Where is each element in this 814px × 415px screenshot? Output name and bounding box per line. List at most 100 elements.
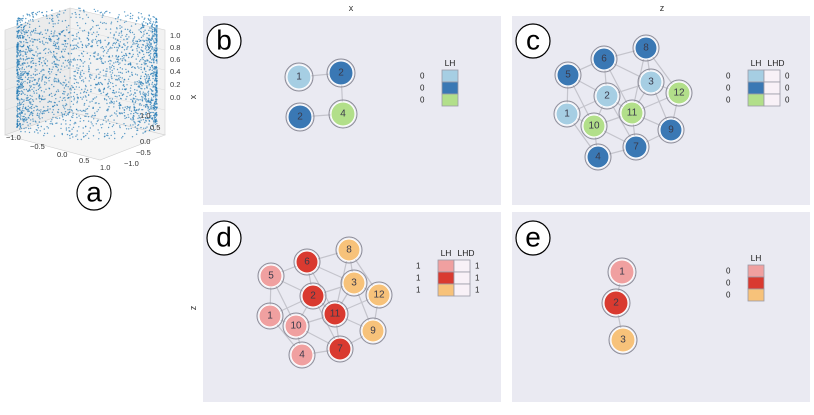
- scatter-point: [92, 125, 94, 127]
- scatter-point: [152, 107, 154, 109]
- scatter-point: [45, 76, 47, 78]
- scatter-point: [44, 29, 47, 31]
- scatter-point: [145, 127, 147, 129]
- col-title-x: x: [349, 3, 354, 13]
- scatter-point: [151, 59, 153, 61]
- scatter-point: [136, 89, 138, 92]
- scatter-point: [21, 78, 23, 81]
- scatter-point: [155, 111, 158, 114]
- scatter-point: [95, 123, 98, 125]
- scatter-point: [81, 98, 83, 100]
- node-outer-ring: [632, 34, 660, 62]
- scatter-point: [61, 99, 63, 102]
- scatter-point: [121, 72, 124, 74]
- node-outer-ring: [326, 335, 354, 363]
- scatter-point: [113, 46, 116, 49]
- scatter-point: [27, 65, 30, 67]
- scatter-point: [144, 88, 146, 90]
- scatter-point: [142, 21, 145, 23]
- scatter-point: [94, 87, 96, 89]
- legend-row-value: 1: [416, 274, 421, 283]
- scatter-point: [97, 10, 99, 12]
- scatter-point: [112, 44, 114, 46]
- scatter-point: [89, 127, 92, 129]
- scatter-point: [32, 53, 34, 56]
- scatter-point: [41, 78, 43, 81]
- scatter-point: [22, 36, 24, 39]
- scatter-point: [73, 38, 75, 40]
- legend-header: LHD: [767, 58, 784, 68]
- scatter-point: [148, 75, 150, 78]
- scatter-point: [74, 121, 76, 124]
- scatter-point: [141, 96, 143, 98]
- graph-node: 4: [584, 143, 612, 171]
- scatter-point: [148, 108, 151, 111]
- scatter-point: [150, 22, 152, 24]
- scatter-point: [143, 98, 146, 100]
- scatter-point: [28, 37, 31, 39]
- node-circle: [287, 104, 313, 130]
- scatter-point: [141, 115, 143, 118]
- scatter-point: [98, 73, 100, 75]
- scatter-point: [152, 34, 154, 36]
- scatter-point: [99, 40, 101, 42]
- scatter-point: [129, 62, 132, 64]
- scatter-point: [56, 122, 58, 124]
- scatter-point: [151, 105, 153, 107]
- scatter-point: [57, 41, 59, 43]
- scatter-point: [20, 23, 22, 26]
- scatter-point: [133, 37, 135, 40]
- scatter-point: [118, 77, 120, 80]
- scatter-point: [143, 53, 145, 56]
- scatter-point: [76, 102, 78, 104]
- scatter-point: [120, 19, 122, 21]
- scatter-point: [136, 98, 138, 100]
- scatter-point: [28, 70, 30, 73]
- scatter-point: [146, 74, 148, 76]
- scatter-point: [85, 44, 87, 46]
- scatter-point: [104, 78, 106, 81]
- node-outer-ring: [665, 79, 693, 107]
- scatter-point: [70, 59, 72, 61]
- scatter-point: [148, 77, 150, 80]
- scatter-point: [50, 40, 52, 42]
- scatter-point: [136, 109, 138, 111]
- scatter-point: [149, 41, 151, 44]
- scatter-point: [37, 85, 40, 87]
- scatter-point: [47, 30, 49, 32]
- scatter-point: [53, 85, 55, 88]
- scatter-point: [100, 58, 102, 60]
- scatter-point: [63, 34, 66, 37]
- scatter-point: [24, 80, 26, 83]
- scatter-point: [83, 104, 85, 106]
- scatter-point: [90, 90, 92, 93]
- scatter-point: [156, 77, 158, 80]
- scatter-point: [151, 75, 154, 77]
- scatter-point: [25, 24, 27, 27]
- scatter-point: [53, 104, 56, 107]
- scatter-point: [77, 69, 79, 72]
- scatter-point: [125, 68, 127, 71]
- scatter-point: [19, 45, 21, 47]
- scatter-point: [154, 123, 157, 126]
- scatter-point: [41, 117, 43, 119]
- node-outer-ring: [657, 116, 685, 144]
- scatter-point: [144, 48, 147, 50]
- scatter-point: [47, 109, 49, 112]
- scatter-point: [51, 18, 53, 21]
- scatter-point: [43, 48, 46, 50]
- scatter-point: [60, 123, 62, 125]
- scatter-point: [31, 114, 34, 117]
- scatter-point: [153, 62, 155, 64]
- scatter-point: [35, 51, 37, 53]
- scatter-point: [98, 81, 100, 84]
- scatter-point: [129, 52, 131, 55]
- scatter-point: [27, 30, 30, 32]
- scatter-point: [119, 71, 122, 74]
- scatter-point: [136, 42, 138, 45]
- scatter-point: [99, 12, 102, 14]
- x-axis-ticks: −1.0 −0.5 0.0 0.5 1.0: [6, 133, 110, 172]
- scatter-point: [23, 121, 25, 123]
- scatter-point: [154, 86, 156, 88]
- scatter-point: [124, 106, 126, 108]
